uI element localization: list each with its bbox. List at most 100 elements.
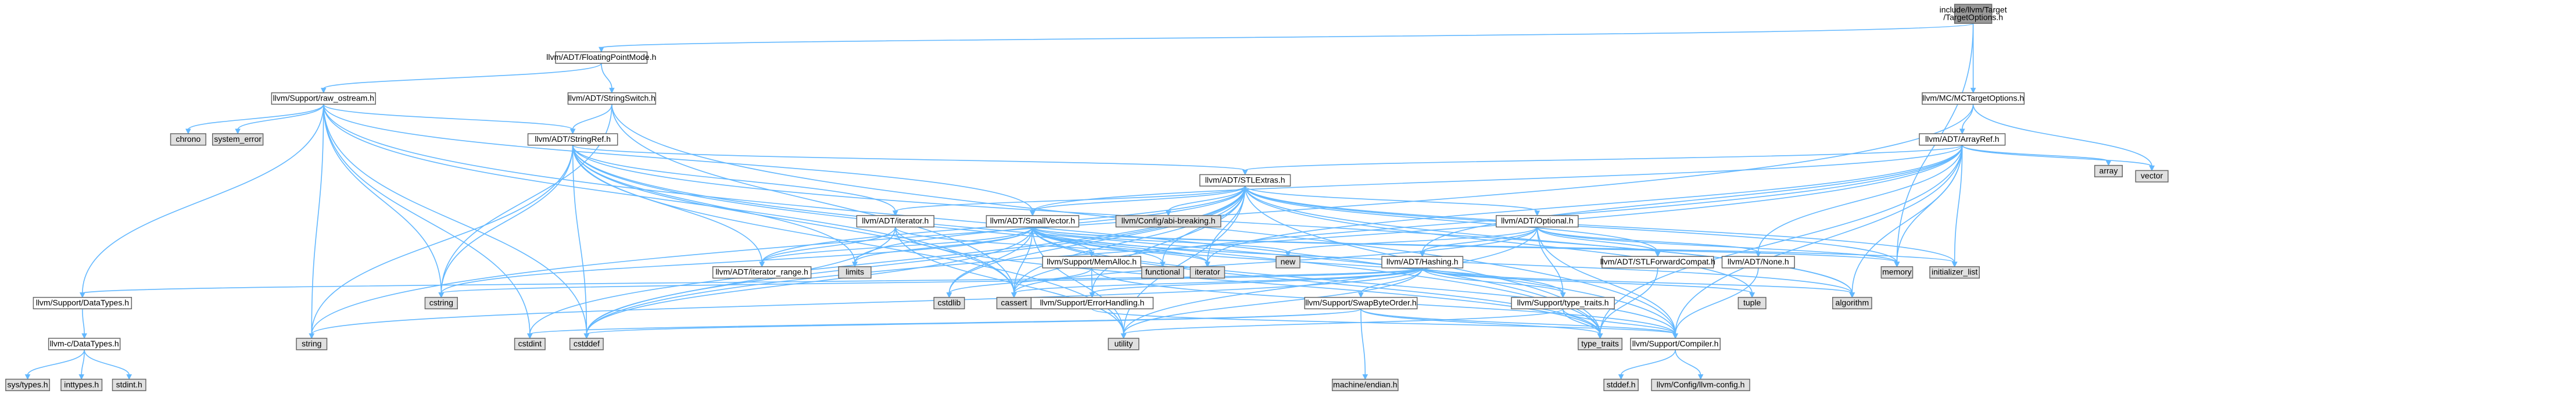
edge-arrowhead-memalloc-to-cstdlib <box>946 292 952 298</box>
edge-iterator-to-iteratorstd <box>894 227 1208 263</box>
edge-errhandling-to-compiler <box>1091 308 1676 335</box>
node-label-mctarget: llvm/MC/MCTargetOptions.h <box>1922 93 2024 102</box>
edge-smallvec-to-iteratorstd <box>1032 227 1208 263</box>
edge-arrowhead-mctarget-to-arrayref <box>1959 128 1965 135</box>
node-optional[interactable]: llvm/ADT/Optional.h <box>1496 215 1579 228</box>
node-box-cdatatypes <box>48 338 121 350</box>
node-label-limits: limits <box>845 267 864 277</box>
node-box-stlextras <box>1199 174 1291 187</box>
edge-stlextras-to-utility <box>1123 186 1246 335</box>
edge-typetraitsh-to-typetraits <box>1562 309 1601 335</box>
edge-none-to-compiler <box>1675 267 1759 335</box>
edge-arrayref-to-typetraits <box>1599 145 1963 335</box>
node-box-errhandling <box>1030 296 1154 310</box>
node-label-inttypes: inttypes.h <box>64 380 99 389</box>
edge-swapbyte-to-compiler <box>1360 308 1676 335</box>
edge-arrowhead-stlextras-to-abibreak <box>1165 210 1171 216</box>
edge-arrowhead-compiler-to-llvmconfig <box>1697 374 1704 380</box>
edge-typetraitsh-to-utility <box>1123 308 1564 335</box>
edge-rawos-to-strref <box>323 103 574 130</box>
edge-arrowhead-hashing-to-tuple <box>1749 292 1755 298</box>
edge-arrowhead-fpmode-to-strswitch <box>609 88 615 94</box>
edge-arrowhead-typetraitsh-to-compiler <box>1672 333 1678 339</box>
node-memalloc[interactable]: llvm/Support/MemAlloc.h <box>1042 256 1141 269</box>
edge-arrowhead-optional-to-hashing <box>1419 251 1425 257</box>
edge-strref-to-cstddef <box>572 145 587 335</box>
node-label-stlextras: llvm/ADT/STLExtras.h <box>1205 175 1285 184</box>
edge-arrowhead-stlextras-to-iterator <box>892 210 898 216</box>
edge-strref-to-string <box>311 145 574 335</box>
node-label-iterator: llvm/ADT/iterator.h <box>862 216 929 226</box>
node-label-none: llvm/ADT/None.h <box>1728 257 1789 266</box>
node-stlfwd[interactable]: llvm/ADT/STLForwardCompat.h <box>1600 256 1715 269</box>
edge-arrowhead-smallvec-to-initlist <box>1951 262 1958 267</box>
edge-datatypes-to-cdatatypes <box>82 309 85 335</box>
edge-smallvec-to-utility <box>1032 227 1124 335</box>
node-strref[interactable]: llvm/ADT/StringRef.h <box>527 133 618 146</box>
node-box-root <box>1954 3 1993 24</box>
edge-arrowhead-swapbyte-to-cstddef <box>583 333 590 339</box>
edge-swapbyte-to-cstddef <box>586 308 1362 335</box>
edge-optional-to-new <box>1287 226 1538 253</box>
node-iterator[interactable]: llvm/ADT/iterator.h <box>856 215 934 228</box>
node-fpmode[interactable]: llvm/ADT/FloatingPointMode.h <box>546 51 656 64</box>
edge-rawos-to-smallvec <box>323 104 1033 212</box>
node-array: array <box>2094 164 2123 178</box>
node-datatypes[interactable]: llvm/Support/DataTypes.h <box>33 296 132 310</box>
dependency-nodes: include/llvm/Target/TargetOptions.h llvm/… <box>5 3 2169 391</box>
node-functional: functional <box>1141 266 1184 279</box>
node-mctarget[interactable]: llvm/MC/MCTargetOptions.h <box>1922 92 2025 105</box>
node-stlextras[interactable]: llvm/ADT/STLExtras.h <box>1199 174 1291 187</box>
node-stddef: stddef.h <box>1603 378 1639 391</box>
node-errhandling[interactable]: llvm/Support/ErrorHandling.h <box>1030 296 1154 310</box>
edge-strref-to-itrange <box>572 145 762 263</box>
node-label-memalloc: llvm/Support/MemAlloc.h <box>1047 257 1137 266</box>
node-algorithm: algorithm <box>1832 296 1872 310</box>
edge-optional-to-utility <box>1123 227 1538 335</box>
node-typetraitsh[interactable]: llvm/Support/type_traits.h <box>1511 296 1615 310</box>
node-arrayref[interactable]: llvm/ADT/ArrayRef.h <box>1919 133 2006 146</box>
edge-rawos-to-cassert <box>323 104 1015 294</box>
node-compiler[interactable]: llvm/Support/Compiler.h <box>1630 338 1721 350</box>
node-strswitch[interactable]: llvm/ADT/StringSwitch.h <box>567 92 657 105</box>
node-hashing[interactable]: llvm/ADT/Hashing.h <box>1381 256 1464 269</box>
node-root: include/llvm/Target/TargetOptions.h <box>1940 3 2007 24</box>
edge-arrowhead-root-to-mctarget <box>1970 88 1976 94</box>
node-box-fpmode <box>555 51 648 64</box>
edge-cdatatypes-to-inttypes <box>81 349 85 375</box>
node-swapbyte[interactable]: llvm/Support/SwapByteOrder.h <box>1304 296 1418 310</box>
edge-arrowhead-hashing-to-datatypes <box>80 292 85 298</box>
node-box-llvmconfig <box>1651 378 1750 391</box>
edge-typetraitsh-to-compiler <box>1562 309 1676 335</box>
node-vector: vector <box>2135 170 2169 183</box>
node-cstdint: cstdint <box>514 338 546 350</box>
edge-hashing-to-swapbyte <box>1360 267 1423 294</box>
node-rawos[interactable]: llvm/Support/raw_ostream.h <box>271 92 376 105</box>
node-label-smallvec: llvm/ADT/SmallVector.h <box>990 216 1075 226</box>
node-label-initlist: initializer_list <box>1932 267 1977 277</box>
edge-arrowhead-typetraitsh-to-utility <box>1120 333 1127 339</box>
node-box-abibreak <box>1115 215 1221 228</box>
node-chrono: chrono <box>170 133 206 146</box>
node-none[interactable]: llvm/ADT/None.h <box>1721 256 1795 269</box>
edge-smallvec-to-cassert <box>1013 227 1033 294</box>
node-label-cstdint: cstdint <box>518 339 542 348</box>
edge-arrowhead-hashing-to-algorithm <box>1849 292 1855 298</box>
edge-strref-to-cstring <box>440 145 574 294</box>
node-label-rawos: llvm/Support/raw_ostream.h <box>273 93 374 102</box>
edge-arrowhead-hashing-to-typetraitsh <box>1560 292 1566 298</box>
node-utility: utility <box>1108 338 1140 350</box>
edge-arrowhead-optional-to-memory <box>1894 262 1900 267</box>
edge-arrowhead-smallvec-to-limits <box>852 262 858 267</box>
node-box-cstdlib <box>933 296 965 310</box>
edge-arrowhead-hashing-to-string <box>309 333 315 339</box>
edge-arrowhead-smallvec-to-iteratorstd <box>1205 262 1210 267</box>
node-itrange[interactable]: llvm/ADT/iterator_range.h <box>712 266 812 279</box>
edge-stlextras-to-cstdlib <box>948 186 1246 294</box>
node-cdatatypes[interactable]: llvm-c/DataTypes.h <box>48 338 121 350</box>
edge-hashing-to-tuple <box>1421 267 1753 294</box>
edge-optional-to-hashing <box>1421 227 1538 253</box>
node-smallvec[interactable]: llvm/ADT/SmallVector.h <box>986 215 1080 228</box>
node-label-errhandling: llvm/Support/ErrorHandling.h <box>1040 298 1145 307</box>
node-box-initlist <box>1929 266 1980 279</box>
